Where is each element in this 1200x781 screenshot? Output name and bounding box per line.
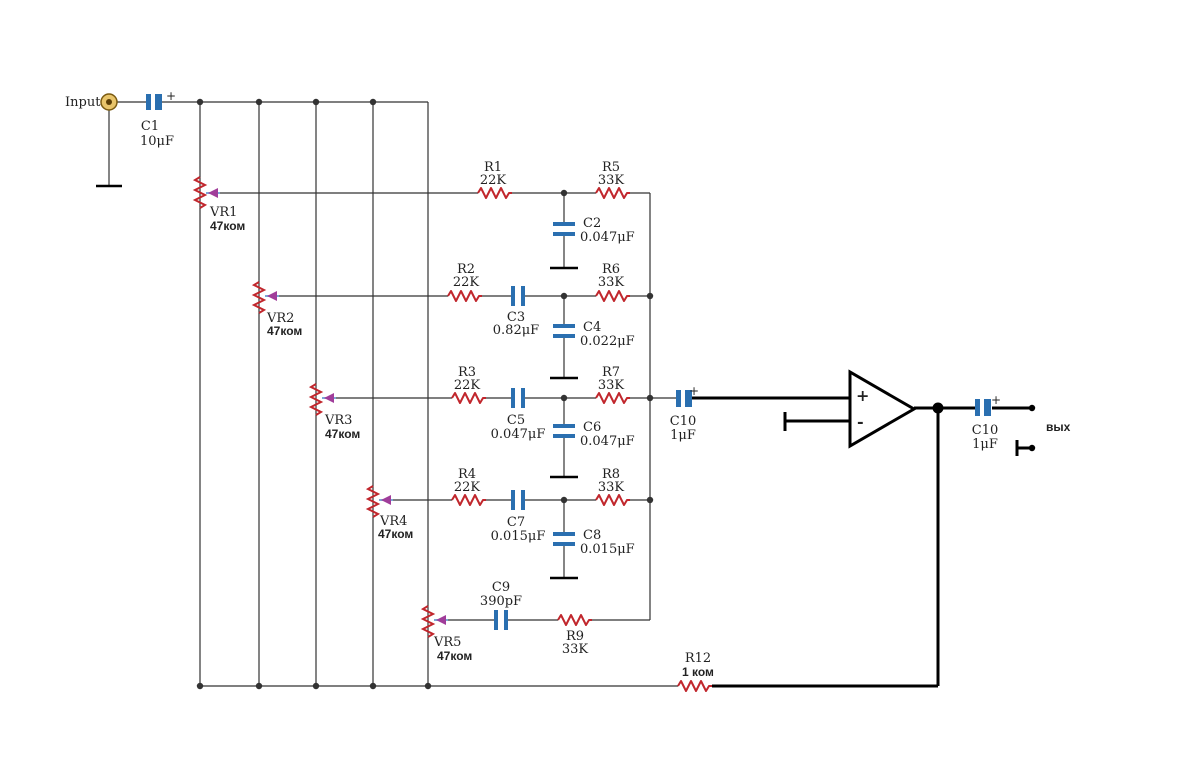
capacitor-c9: [494, 610, 508, 630]
capacitor-c10-output: +: [975, 393, 1001, 416]
r1-name: R1: [484, 160, 502, 175]
resistor-r4: [451, 494, 486, 506]
vr3-value: 47ком: [325, 427, 360, 441]
vr2-value: 47ком: [267, 324, 302, 338]
c5-name: C5: [507, 413, 525, 428]
c10b-name: C10: [972, 423, 999, 438]
r3-name: R3: [458, 365, 476, 380]
svg-text:+: +: [991, 393, 1001, 407]
c9-value: 390pF: [480, 594, 522, 609]
potentiometer-vr5: [420, 605, 448, 638]
capacitor-c2: [553, 222, 575, 236]
resistor-r5: [595, 187, 630, 199]
vr5-value: 47ком: [437, 649, 472, 663]
resistor-r1: [477, 187, 512, 199]
resistor-r2: [447, 290, 482, 302]
c3-value: 0.82μF: [493, 323, 539, 338]
vr1-value: 47ком: [210, 219, 245, 233]
c5-value: 0.047μF: [491, 427, 546, 442]
r9-name: R9: [566, 629, 584, 644]
r7-name: R7: [602, 365, 620, 380]
r6-name: R6: [602, 262, 620, 277]
r3-value: 22K: [454, 378, 481, 393]
c9-name: C9: [492, 580, 510, 595]
vr4-name: VR4: [379, 514, 407, 529]
opamp-icon: [848, 369, 917, 449]
input-label: Input: [65, 95, 101, 110]
vr1-name: VR1: [209, 205, 237, 220]
r6-value: 33K: [598, 275, 625, 290]
resistor-r8: [595, 494, 630, 506]
c6-name: C6: [583, 420, 601, 435]
input-jack-icon: [100, 93, 118, 111]
ground-symbols: [96, 184, 578, 580]
r2-name: R2: [457, 262, 475, 277]
resistor-r6: [595, 290, 630, 302]
capacitor-c5: [511, 388, 525, 408]
r4-value: 22K: [454, 480, 481, 495]
capacitor-c1: +: [146, 89, 176, 110]
potentiometer-vr3: [308, 383, 336, 416]
r7-value: 33K: [598, 378, 625, 393]
resistor-r3: [451, 392, 486, 404]
resistor-r7: [595, 392, 630, 404]
vr2-name: VR2: [266, 311, 294, 326]
capacitor-c8: [553, 532, 575, 546]
c1-value: 10μF: [140, 134, 174, 149]
r5-value: 33K: [598, 173, 625, 188]
r9-value: 33K: [562, 642, 589, 657]
c6-value: 0.047μF: [580, 434, 635, 449]
vr4-value: 47ком: [378, 527, 413, 541]
c10a-name: C10: [670, 414, 697, 429]
potentiometer-vr4: [365, 485, 393, 518]
opamp-minus: -: [857, 412, 864, 431]
r8-name: R8: [602, 467, 620, 482]
r8-value: 33K: [598, 480, 625, 495]
vr5-name: VR5: [433, 635, 461, 650]
r5-name: R5: [602, 160, 620, 175]
capacitor-c3: [511, 286, 525, 306]
junction-dots: [196, 98, 1036, 690]
c10a-value: 1μF: [670, 428, 696, 443]
capacitor-c4: [553, 324, 575, 338]
c8-name: C8: [583, 528, 601, 543]
c1-name: C1: [141, 119, 159, 134]
vr3-name: VR3: [324, 413, 352, 428]
svg-text:+: +: [166, 89, 176, 103]
r2-value: 22K: [453, 275, 480, 290]
r1-value: 22K: [480, 173, 507, 188]
c4-value: 0.022μF: [580, 334, 635, 349]
c3-name: C3: [507, 310, 525, 325]
resistor-r12: [677, 680, 712, 692]
c2-name: C2: [583, 216, 601, 231]
r12-name: R12: [685, 651, 711, 666]
r12-value: 1 ком: [682, 665, 714, 679]
resistor-r9: [557, 614, 592, 626]
capacitor-c10-input: +: [676, 384, 699, 407]
c2-value: 0.047μF: [580, 230, 635, 245]
capacitor-c7: [511, 490, 525, 510]
opamp-plus: +: [856, 386, 869, 405]
c8-value: 0.015μF: [580, 542, 635, 557]
potentiometer-vr1: [192, 176, 220, 209]
c7-value: 0.015μF: [491, 529, 546, 544]
output-label: вых: [1046, 420, 1071, 434]
c7-name: C7: [507, 515, 525, 530]
potentiometer-vr2: [251, 281, 279, 314]
c4-name: C4: [583, 320, 601, 335]
r4-name: R4: [458, 467, 476, 482]
c10b-value: 1μF: [972, 437, 998, 452]
wires: [108, 101, 1032, 688]
svg-text:+: +: [689, 384, 699, 398]
capacitor-c6: [553, 424, 575, 438]
